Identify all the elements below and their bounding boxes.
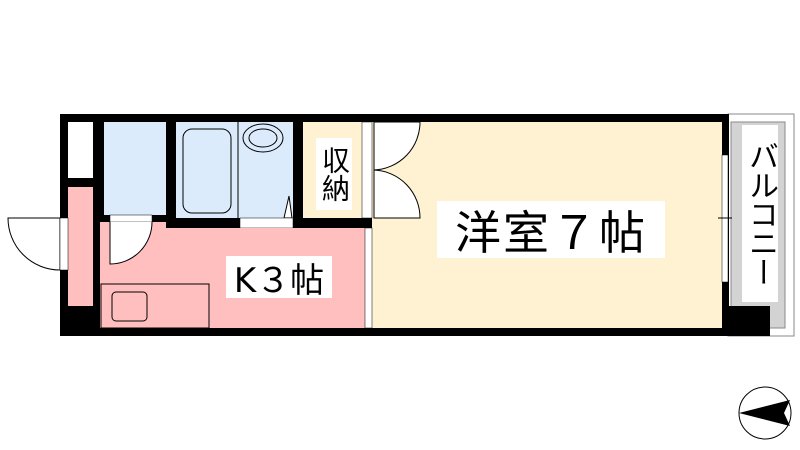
closet-door-icon	[373, 169, 421, 219]
balcony-label: バルコニー	[742, 125, 778, 302]
closet-door-icon	[373, 121, 421, 171]
laundry-area	[104, 122, 166, 215]
western-room-label: 洋室７帖	[437, 201, 665, 260]
sink-icon	[242, 123, 284, 153]
kitchen-counter	[100, 283, 210, 329]
shoe-closet	[68, 122, 93, 178]
north-arrow-icon	[738, 386, 792, 440]
bathroom	[176, 122, 294, 229]
entrance	[68, 187, 93, 306]
stove-icon	[111, 291, 148, 322]
door-swing-icon	[109, 221, 153, 265]
bathtub-icon	[182, 128, 232, 214]
kitchen-label: K３帖	[226, 256, 332, 301]
entry-door-icon	[7, 217, 61, 271]
closet-label: 収納	[316, 138, 352, 210]
